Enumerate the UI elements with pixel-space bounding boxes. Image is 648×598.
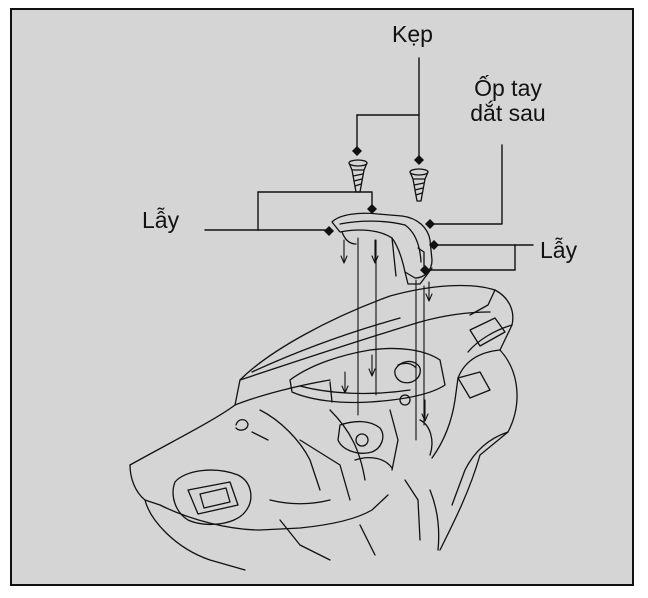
assembly-guide-lines [340, 237, 433, 441]
tab-label-left: Lẫy [142, 207, 180, 233]
diagram-frame [10, 8, 634, 586]
rear-grip-cover-label-line1: Ốp tay [474, 75, 542, 101]
callout-leaders [204, 57, 534, 271]
motorcycle-rear-body [129, 284, 518, 571]
diamond-marker-icon [324, 146, 439, 275]
rear-grip-cover-label: Ốp tay dắt sau [446, 76, 570, 126]
rear-grip-cover-part [331, 212, 433, 285]
screw-clip-icon [348, 159, 368, 193]
screw-clip-icon [409, 168, 429, 202]
tab-label-right: Lẫy [540, 237, 578, 263]
clip-label: Kẹp [392, 21, 433, 47]
rear-grip-cover-label-line2: dắt sau [470, 100, 546, 126]
